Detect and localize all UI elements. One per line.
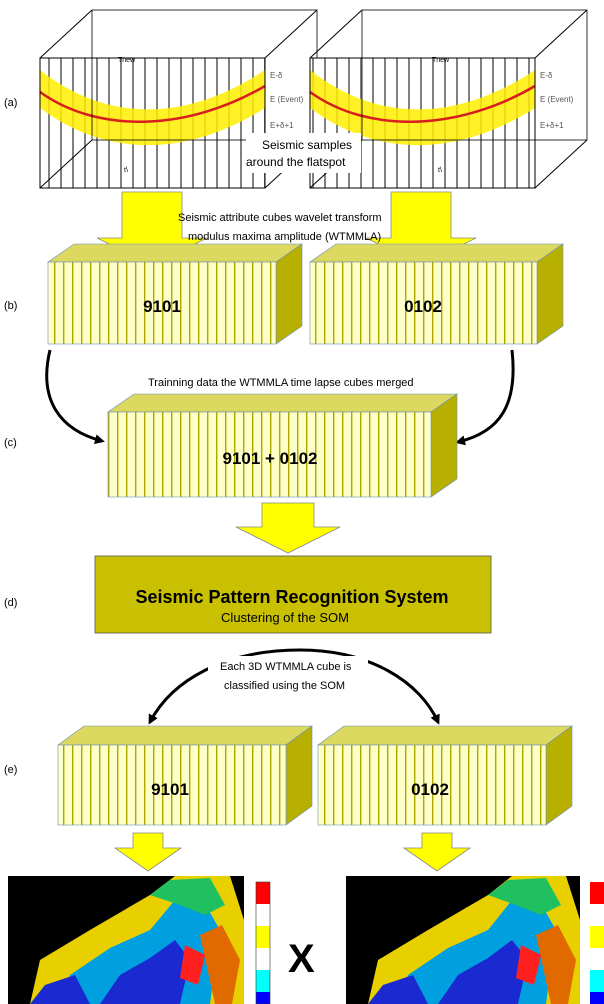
cube-label: 9101 (151, 780, 189, 799)
attribute-cube-9101: 9101 (47, 243, 303, 345)
merge-arrow-right (455, 349, 515, 446)
flatspot-band (310, 70, 535, 146)
attribute-cube-0102: 0102 (309, 243, 564, 345)
cube-bottom-label: t\ (438, 167, 442, 174)
row-label-c: (c) (4, 437, 17, 449)
right-label-2: E (Event) (540, 95, 574, 104)
classify-arrow-left (148, 648, 301, 725)
right-label-3: E+δ+1 (270, 121, 294, 130)
classify-arrow-right (299, 648, 440, 725)
merged-cube: 9101 + 0102 (107, 393, 458, 498)
right-label-3: E+δ+1 (540, 121, 564, 130)
cube-label: 0102 (411, 780, 449, 799)
down-arrow (402, 832, 472, 872)
down-arrow (113, 832, 183, 872)
pattern-recognition-system: Seismic Pattern Recognition System Clust… (94, 555, 492, 634)
event-line (39, 84, 266, 123)
right-label-1: E-δ (270, 71, 283, 80)
row-label-e: (e) (4, 764, 17, 776)
cube-top-label: Tnew (118, 57, 136, 64)
classified-map-0102 (338, 876, 604, 1004)
classified-note-line1: Each 3D WTMMLA cube is (220, 661, 352, 673)
classified-map-9101 (2, 876, 271, 1004)
cube-label: 0102 (404, 297, 442, 316)
classified-cube-0102: 0102 (317, 725, 573, 826)
comparison-symbol: X (288, 937, 315, 981)
row-label-a: (a) (4, 97, 17, 109)
system-title: Seismic Pattern Recognition System (135, 587, 448, 607)
seismic-cube-right: Tnew t\ E-δ E (Event) E+δ+1 (309, 9, 588, 189)
cube-label: 9101 + 0102 (222, 449, 317, 468)
classified-note-line2: classified using the SOM (224, 680, 345, 692)
cube-label: 9101 (143, 297, 181, 316)
flatspot-band (40, 70, 265, 146)
merge-arrow-left (45, 349, 105, 445)
cube-top-label: Tnew (432, 57, 450, 64)
cube-bottom-label: t\ (124, 167, 128, 174)
right-label-2: E (Event) (270, 95, 304, 104)
down-arrow (235, 502, 341, 554)
seismic-cube-left: Tnew t\ E-δ E (Event) E+δ+1 (39, 9, 318, 189)
classified-cube-9101: 9101 (57, 725, 313, 826)
system-subtitle: Clustering of the SOM (221, 610, 349, 625)
row-label-d: (d) (4, 597, 17, 609)
annotation-line1: Seismic samples (262, 138, 352, 152)
training-note: Trainning data the WTMMLA time lapse cub… (148, 377, 414, 389)
annotation-line2: around the flatspot (246, 155, 346, 169)
event-line (309, 84, 536, 123)
row-label-b: (b) (4, 300, 17, 312)
attribute-note-line1: Seismic attribute cubes wavelet transfor… (178, 212, 382, 224)
right-label-1: E-δ (540, 71, 553, 80)
attribute-note-line2: modulus maxima amplitude (WTMMLA) (188, 231, 381, 243)
